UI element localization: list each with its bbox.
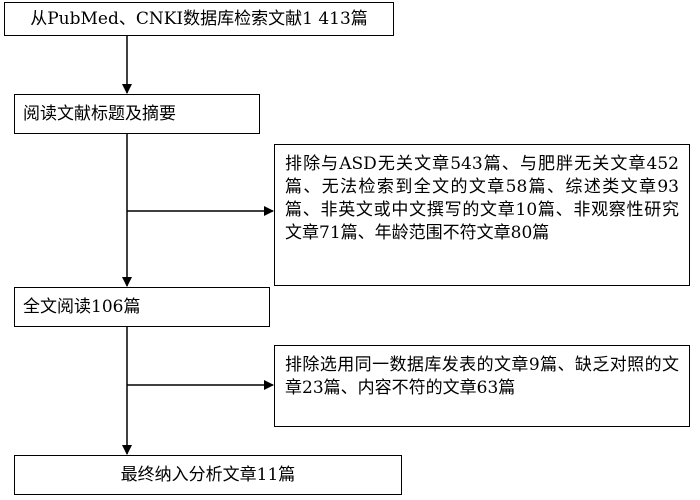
final-text: 最终纳入分析文章11篇: [120, 464, 296, 485]
title-abstract-box: 阅读文献标题及摘要: [14, 94, 260, 134]
title-abstract-text: 阅读文献标题及摘要: [23, 103, 176, 124]
search-box: 从PubMed、CNKI数据库检索文献1 413篇: [4, 2, 394, 36]
exclusion-text-1: 排除与ASD无关文章543篇、与肥胖无关文章452篇、无法检索到全文的文章58篇…: [285, 154, 679, 243]
exclusion-box-2: 排除选用同一数据库发表的文章9篇、缺乏对照的文章23篇、内容不符的文章63篇: [274, 345, 690, 427]
search-text: 从PubMed、CNKI数据库检索文献1 413篇: [30, 8, 368, 29]
exclusion-text-2: 排除选用同一数据库发表的文章9篇、缺乏对照的文章23篇、内容不符的文章63篇: [285, 355, 679, 398]
exclusion-box-1: 排除与ASD无关文章543篇、与肥胖无关文章452篇、无法检索到全文的文章58篇…: [274, 144, 690, 286]
full-text-text: 全文阅读106篇: [23, 296, 141, 317]
final-box: 最终纳入分析文章11篇: [14, 455, 402, 495]
full-text-box: 全文阅读106篇: [14, 287, 270, 327]
